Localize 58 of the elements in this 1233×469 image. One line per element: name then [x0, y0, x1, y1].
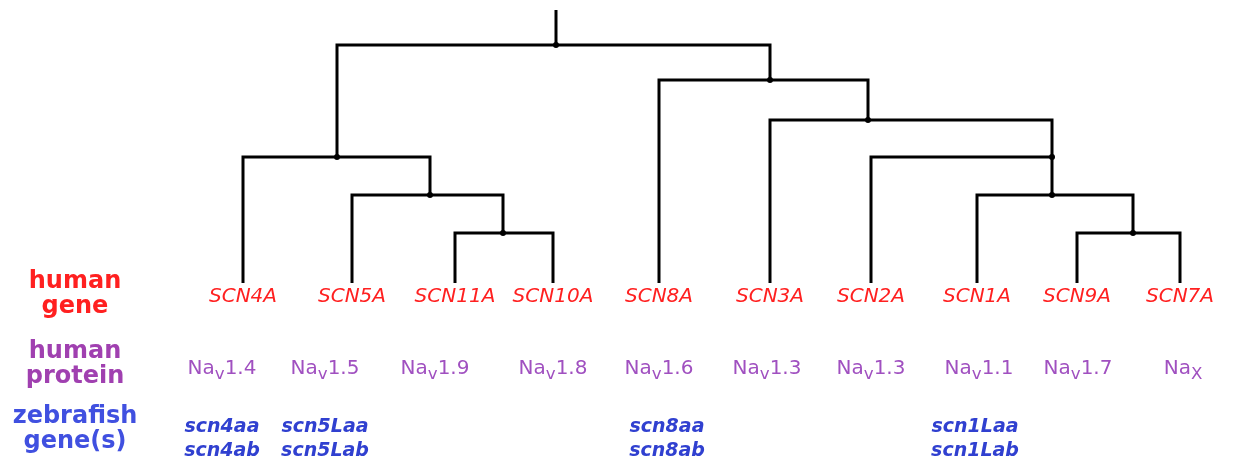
gene-name: SCN2A [837, 283, 905, 307]
tree-branch [554, 10, 558, 45]
tree-branch [335, 43, 556, 157]
branch-point [334, 154, 340, 160]
gene-name: SCN5A [318, 283, 386, 307]
tree-branch [453, 231, 503, 283]
tree-branch [1052, 193, 1135, 233]
protein-name: Na$_{v}$1.6 [624, 355, 694, 383]
protein-name: Na$_{X}$ [1163, 355, 1203, 383]
gene-name: SCN11A [414, 283, 496, 307]
branch-point [1049, 154, 1055, 160]
zebrafish-gene-name: scn4ab [184, 438, 260, 460]
protein-name: Na$_{v}$1.9 [400, 355, 470, 383]
tree-branch [350, 193, 430, 283]
branch-point [500, 230, 506, 236]
tree-branch [337, 155, 432, 195]
protein-name: Na$_{v}$1.3 [836, 355, 906, 383]
zebrafish-gene-name: scn8aa [629, 414, 705, 436]
tree-branch [657, 78, 770, 283]
gene-name: SCN8A [625, 283, 693, 307]
protein-name: Na$_{v}$1.7 [1043, 355, 1113, 383]
gene-name: SCN1A [943, 283, 1011, 307]
gene-name: SCN3A [736, 283, 804, 307]
tree-branch [869, 155, 1052, 283]
tree-branch [430, 193, 505, 233]
zebrafish-gene-name: scn1Lab [931, 438, 1019, 460]
protein-name: Na$_{v}$1.1 [944, 355, 1014, 383]
branch-point [767, 77, 773, 83]
tree-branch [1133, 231, 1182, 283]
branch-point [553, 42, 559, 48]
tree-branch [770, 78, 870, 120]
gene-name: SCN10A [512, 283, 594, 307]
protein-name: Na$_{v}$1.4 [187, 355, 257, 383]
branch-point [427, 192, 433, 198]
tree-branch [768, 118, 868, 283]
tree-branch [868, 118, 1054, 157]
tree-branch [556, 43, 772, 80]
protein-name: Na$_{v}$1.5 [290, 355, 360, 383]
zebrafish-gene-name: scn5Laa [281, 414, 369, 436]
zebrafish-gene-name: scn5Lab [281, 438, 369, 460]
row-header: human protein [24, 338, 126, 388]
zebrafish-gene-name: scn1Laa [931, 414, 1019, 436]
row-header: human gene [27, 268, 123, 318]
gene-name: SCN7A [1146, 283, 1214, 307]
zebrafish-gene-name: scn4aa [184, 414, 260, 436]
gene-name: SCN4A [209, 283, 277, 307]
branch-point [865, 117, 871, 123]
protein-name: Na$_{v}$1.8 [518, 355, 588, 383]
branch-point [1049, 192, 1055, 198]
row-header: zebrafish gene(s) [11, 403, 139, 453]
tree-branch [503, 231, 555, 283]
tree-branch [1075, 231, 1133, 283]
protein-name: Na$_{v}$1.3 [732, 355, 802, 383]
branch-point [1130, 230, 1136, 236]
tree-branch [241, 155, 337, 283]
tree-branch [975, 193, 1052, 283]
gene-name: SCN9A [1043, 283, 1111, 307]
zebrafish-gene-name: scn8ab [629, 438, 705, 460]
